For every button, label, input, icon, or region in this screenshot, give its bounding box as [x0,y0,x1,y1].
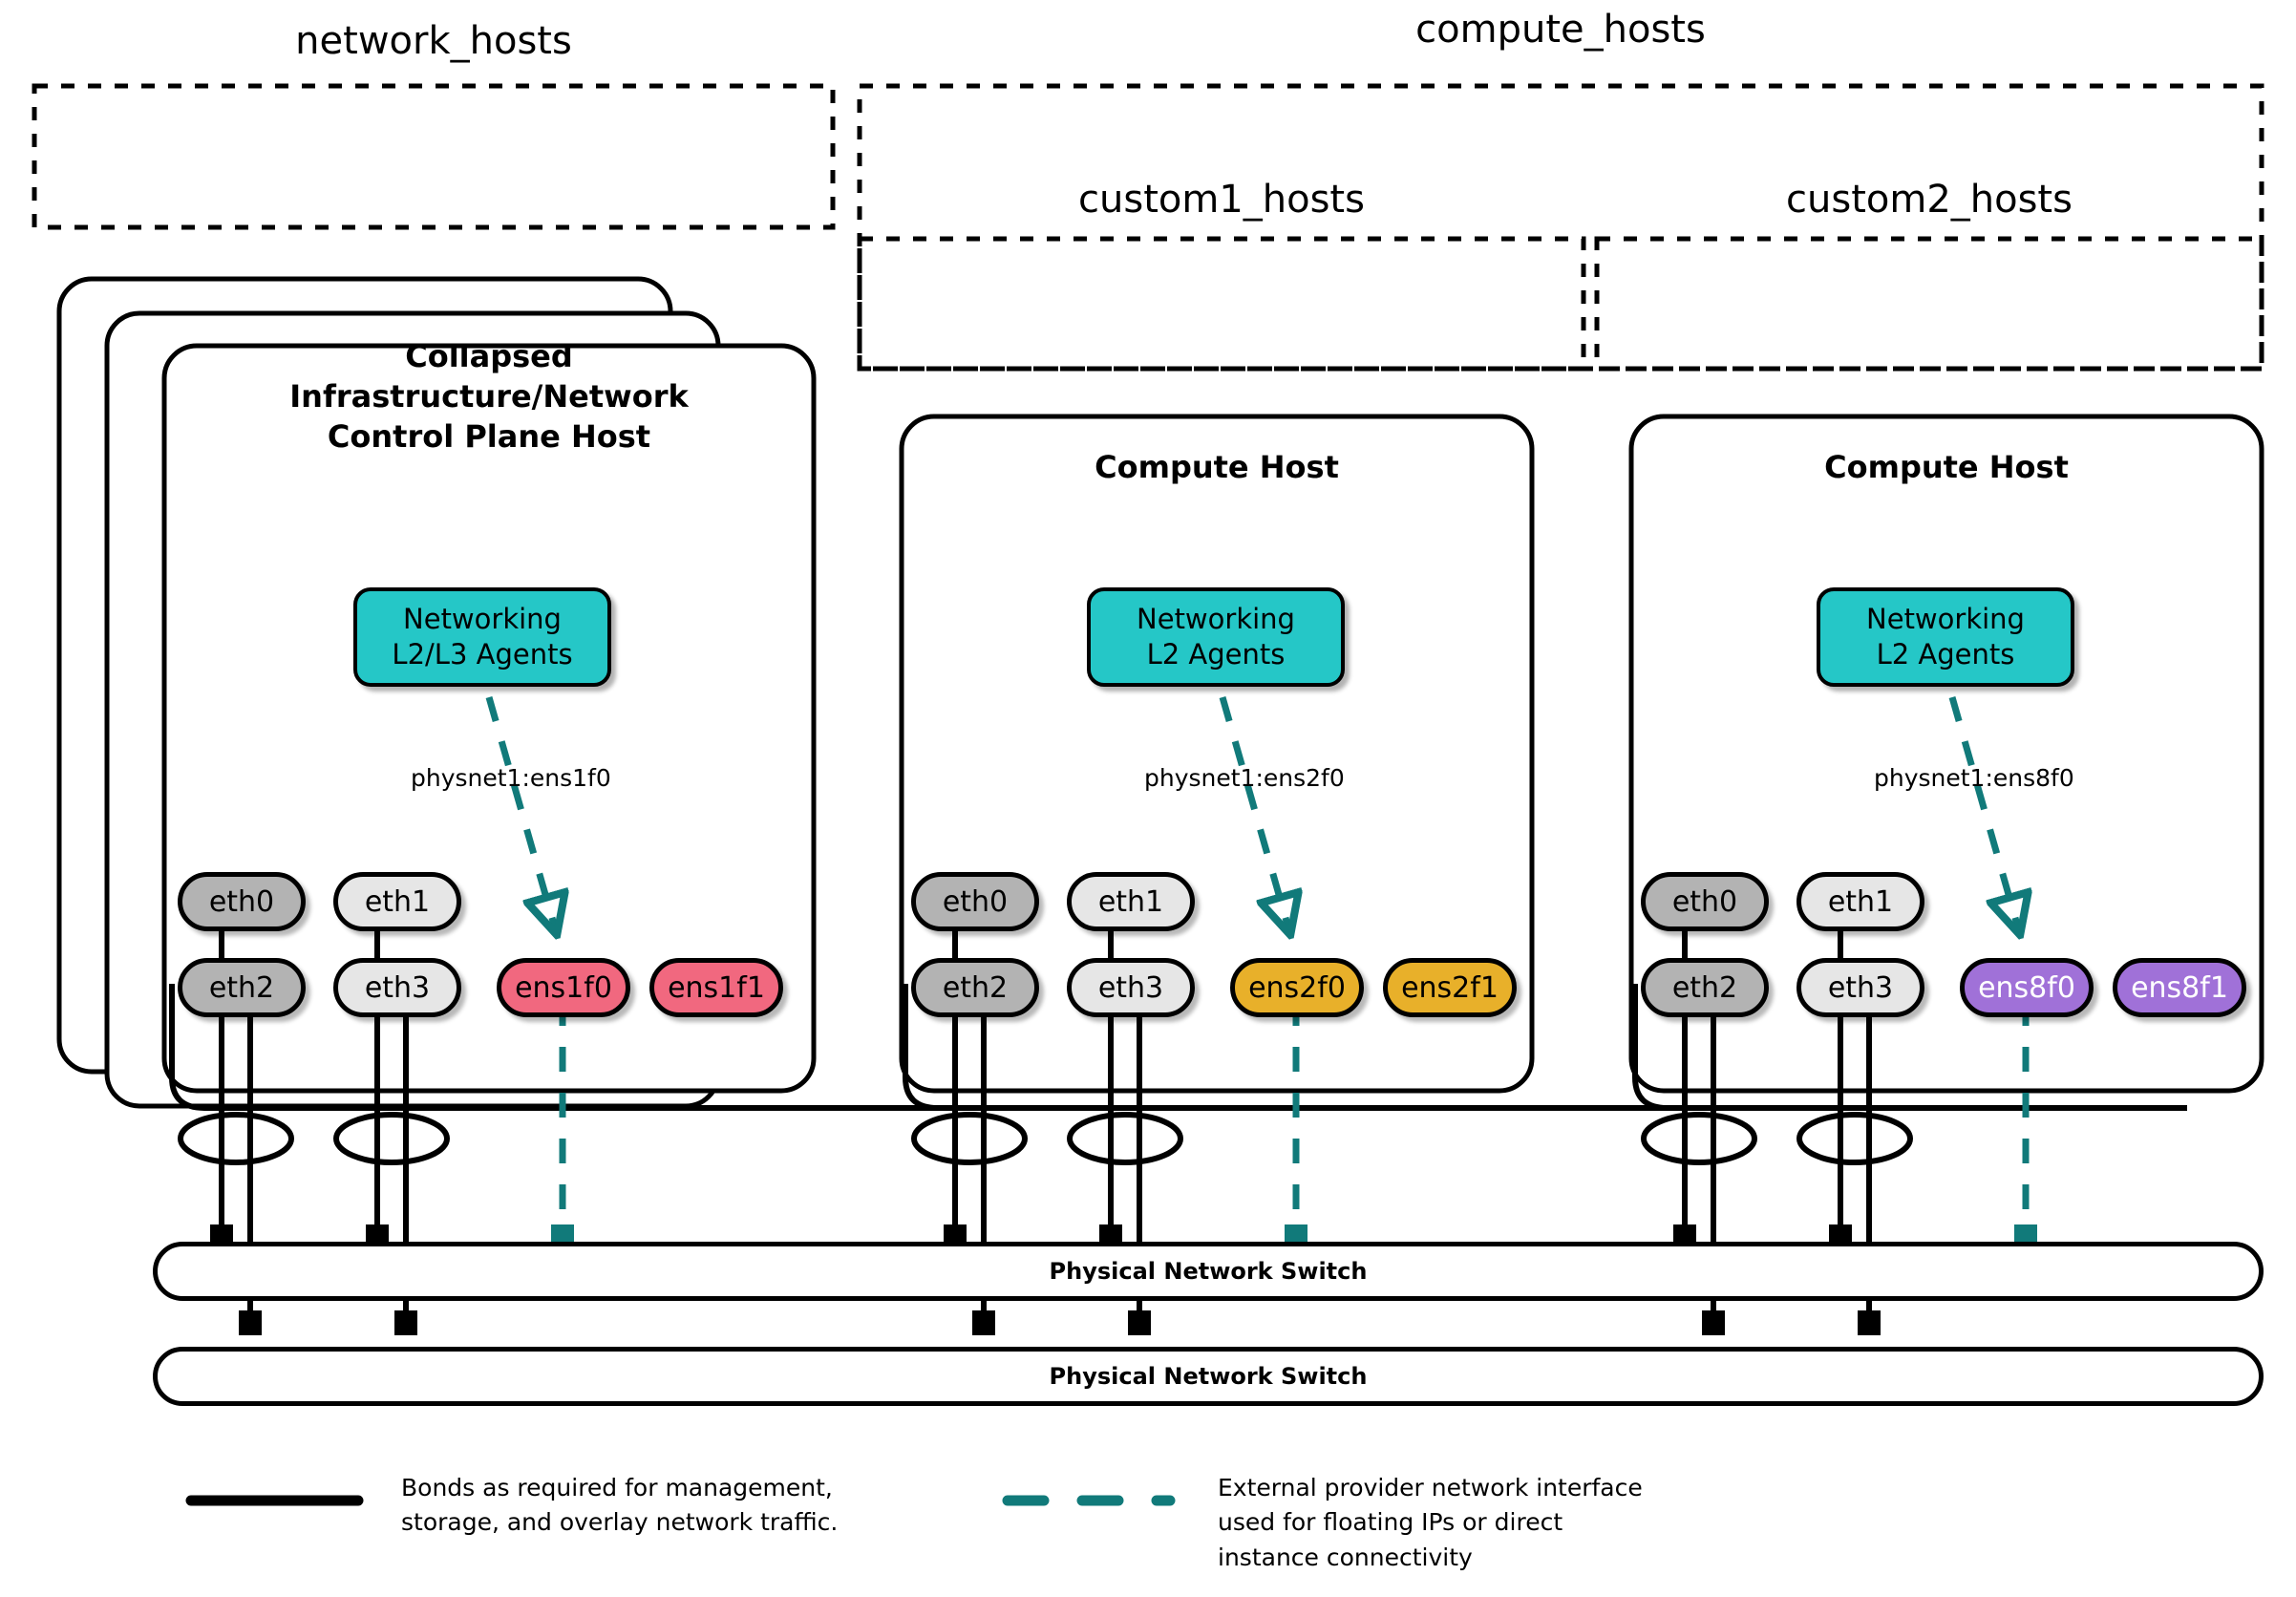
group-title-network-hosts: network_hosts [295,19,572,63]
legend-external-text: External provider network interface used… [1218,1474,1643,1571]
nic-eth1-host-1[interactable]: eth1 [333,872,461,931]
group-title-custom1-hosts: custom1_hosts [1078,178,1365,222]
nic-eth2-host-1[interactable]: eth2 [178,958,306,1017]
host-title-compute-1: Compute Host [1095,449,1339,485]
group-box-custom2-hosts [1594,236,2264,372]
nic-eth1-host-3[interactable]: eth1 [1796,872,1924,931]
nic-eth0-host-1[interactable]: eth0 [178,872,306,931]
physnet-label-host-3: physnet1:ens8f0 [1874,764,2074,792]
physical-network-switch-bottom[interactable]: Physical Network Switch [153,1347,2264,1406]
nic-ens8f0-host-3[interactable]: ens8f0 [1960,958,2094,1017]
group-box-custom1-hosts [857,236,1586,372]
physnet-label-host-1: physnet1:ens1f0 [411,764,611,792]
physnet-label-host-2: physnet1:ens2f0 [1144,764,1345,792]
nic-eth2-host-3[interactable]: eth2 [1641,958,1769,1017]
group-box-network-hosts [32,83,836,230]
nic-eth0-host-2[interactable]: eth0 [911,872,1039,931]
nic-eth3-host-1[interactable]: eth3 [333,958,461,1017]
group-title-compute-hosts: compute_hosts [1415,8,1706,52]
physical-network-switch-top[interactable]: Physical Network Switch [153,1242,2264,1301]
nic-eth1-host-2[interactable]: eth1 [1067,872,1195,931]
group-title-custom2-hosts: custom2_hosts [1786,178,2073,222]
nic-ens2f1-host-2[interactable]: ens2f1 [1383,958,1517,1017]
nic-eth2-host-2[interactable]: eth2 [911,958,1039,1017]
agent-box-compute-2[interactable]: Networking L2 Agents [1817,587,2074,687]
group-box-compute-hosts [857,83,2264,372]
legend-bond-text: Bonds as required for management, storag… [401,1474,839,1537]
host-title-compute-2: Compute Host [1824,449,2069,485]
nic-eth3-host-2[interactable]: eth3 [1067,958,1195,1017]
switch-label-bottom: Physical Network Switch [1039,1363,1377,1390]
agent-box-compute-1[interactable]: Networking L2 Agents [1087,587,1345,687]
host-title-network: Collapsed Infrastructure/Network Control… [289,338,689,456]
nic-ens2f0-host-2[interactable]: ens2f0 [1230,958,1364,1017]
nic-ens1f1-host-1[interactable]: ens1f1 [649,958,783,1017]
nic-ens8f1-host-3[interactable]: ens8f1 [2113,958,2246,1017]
nic-ens1f0-host-1[interactable]: ens1f0 [497,958,630,1017]
switch-label-top: Physical Network Switch [1039,1258,1377,1285]
agent-box-network[interactable]: Networking L2/L3 Agents [353,587,611,687]
nic-eth0-host-3[interactable]: eth0 [1641,872,1769,931]
nic-eth3-host-3[interactable]: eth3 [1796,958,1924,1017]
